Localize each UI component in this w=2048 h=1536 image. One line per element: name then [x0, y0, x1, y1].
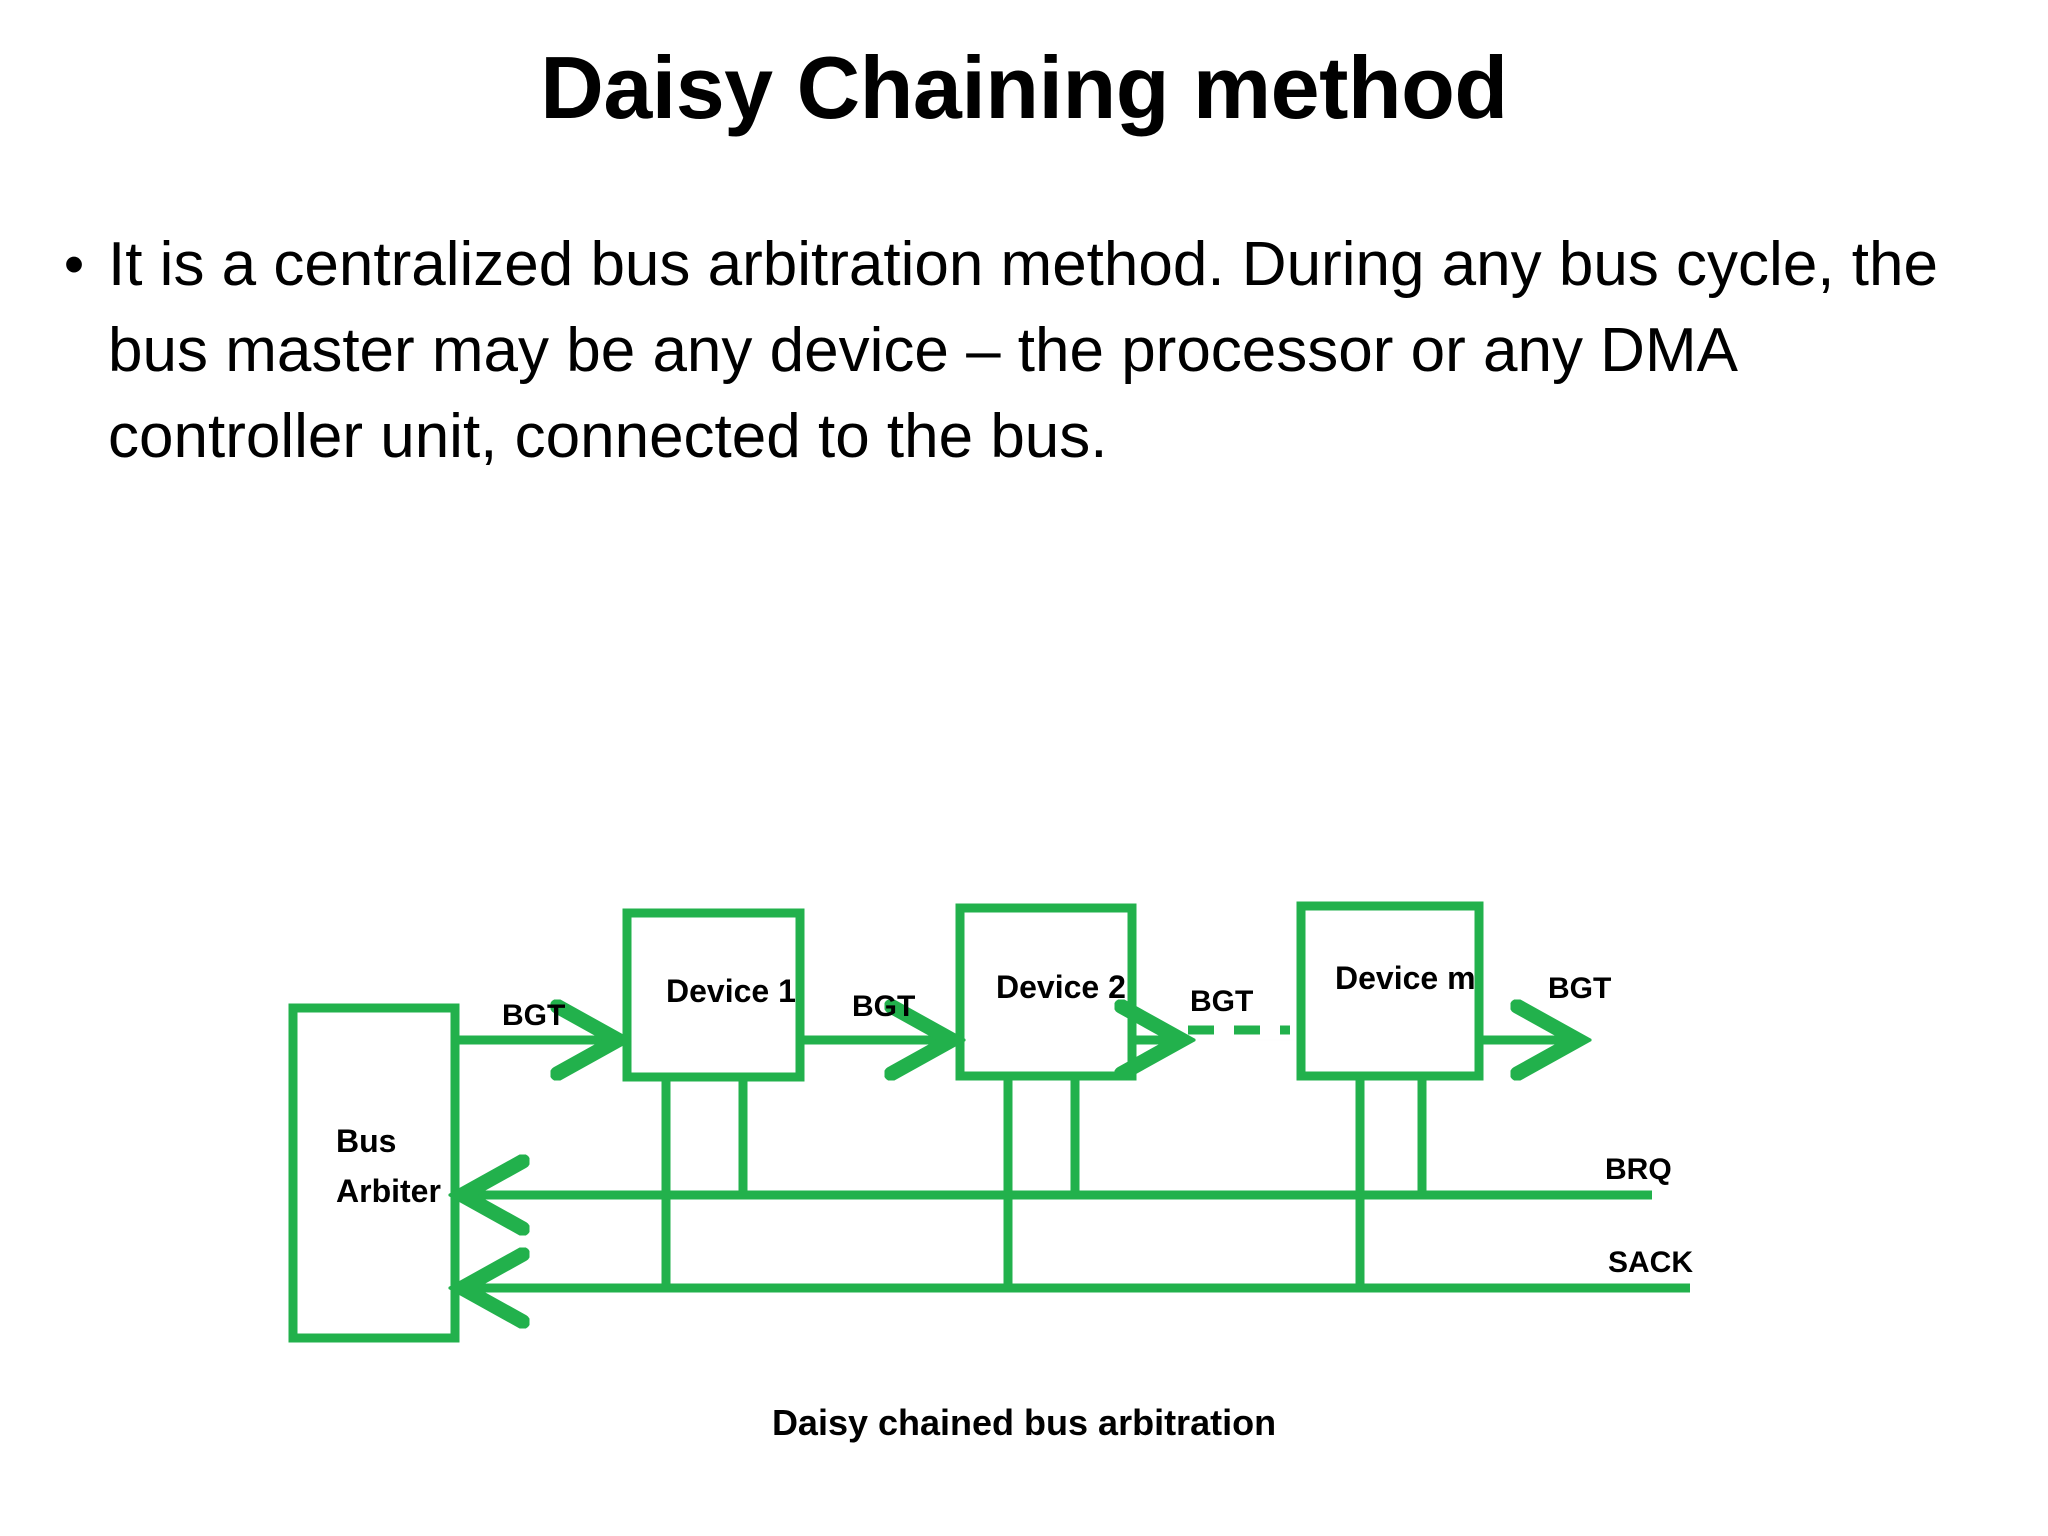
device-1-label: Device 1 — [666, 973, 796, 1009]
brq-label: BRQ — [1605, 1153, 1672, 1186]
device-2-box — [955, 903, 1137, 1081]
device-m-label: Device m — [1335, 960, 1476, 996]
bgt-label-device-m-out: BGT — [1548, 972, 1612, 1005]
bgt-label-device1-to-device2: BGT — [852, 990, 916, 1023]
bullet-list: • It is a centralized bus arbitration me… — [40, 222, 2020, 480]
list-item: • It is a centralized bus arbitration me… — [40, 222, 2020, 480]
sack-label: SACK — [1608, 1246, 1694, 1279]
bus-arbiter-label-line2: Arbiter — [336, 1173, 441, 1209]
bus-arbiter-label: Bus Arbiter — [336, 1116, 441, 1216]
device-m-box — [1296, 901, 1484, 1081]
bus-arbiter-label-line1: Bus — [336, 1123, 397, 1159]
device-1-box — [622, 908, 805, 1082]
device-2-label: Device 2 — [996, 969, 1126, 1005]
bgt-label-arbiter-to-device1: BGT — [502, 999, 566, 1032]
bullet-marker-icon: • — [63, 232, 85, 297]
page-title: Daisy Chaining method — [540, 38, 1508, 137]
bullet-text: It is a centralized bus arbitration meth… — [108, 230, 1938, 471]
bgt-label-device2-to-device-m: BGT — [1190, 985, 1254, 1018]
diagram-caption: Daisy chained bus arbitration — [771, 1402, 1277, 1443]
bus-arbiter-box — [288, 1003, 460, 1343]
